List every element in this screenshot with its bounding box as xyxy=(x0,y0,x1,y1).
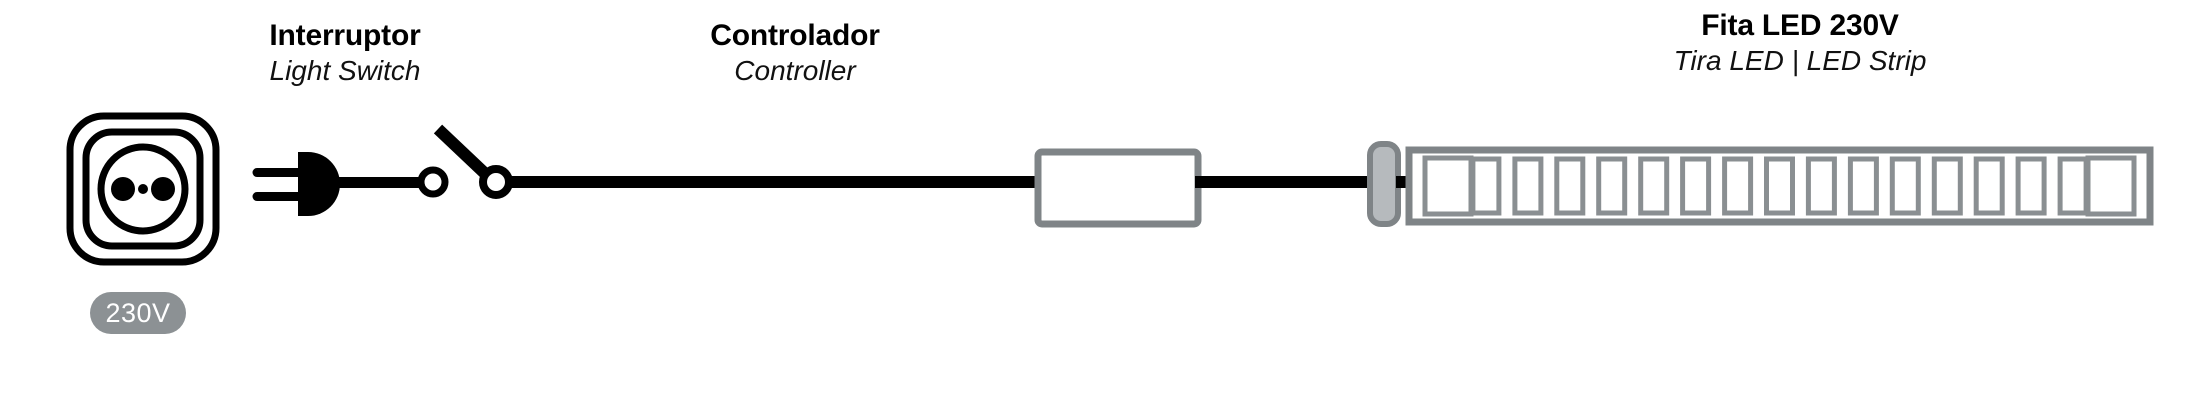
led-strip-icon xyxy=(1405,146,2154,226)
power-outlet-icon xyxy=(66,112,220,266)
strip-title: Fita LED 230V xyxy=(1701,9,1899,42)
switch-label-group: Interruptor Light Switch xyxy=(205,20,485,85)
led-cell xyxy=(1596,156,1628,216)
wire-controller-to-connector xyxy=(1195,176,1375,188)
led-cell xyxy=(1638,156,1670,216)
controller-box-icon xyxy=(1034,148,1202,228)
connector-icon xyxy=(1367,141,1401,227)
led-cell xyxy=(1722,156,1754,216)
plug-icon xyxy=(252,152,430,216)
controller-title: Controlador xyxy=(710,19,880,52)
led-cell xyxy=(1512,156,1544,216)
strip-subtitle: Tira LED | LED Strip xyxy=(1673,44,1927,76)
strip-label-group: Fita LED 230V Tira LED | LED Strip xyxy=(1630,10,1970,75)
led-cell xyxy=(1931,156,1963,216)
controller-subtitle: Controller xyxy=(734,54,856,86)
led-cell xyxy=(1889,156,1921,216)
switch-icon[interactable] xyxy=(417,124,513,199)
led-cell xyxy=(1422,155,1474,217)
led-cell xyxy=(1764,156,1795,216)
led-cell xyxy=(1554,156,1586,216)
led-cell xyxy=(1470,156,1502,216)
led-cell xyxy=(1847,156,1879,216)
led-cell xyxy=(2015,156,2047,216)
led-cell xyxy=(2057,156,2089,216)
led-cell xyxy=(2085,155,2137,217)
switch-subtitle: Light Switch xyxy=(269,54,421,86)
voltage-badge: 230V xyxy=(90,292,186,334)
controller-label-group: Controlador Controller xyxy=(655,20,935,85)
led-cell xyxy=(1805,156,1837,216)
led-cell xyxy=(1973,156,2005,216)
switch-title: Interruptor xyxy=(269,19,421,52)
wire-switch-to-controller xyxy=(505,176,1045,188)
led-cell xyxy=(1680,156,1712,216)
